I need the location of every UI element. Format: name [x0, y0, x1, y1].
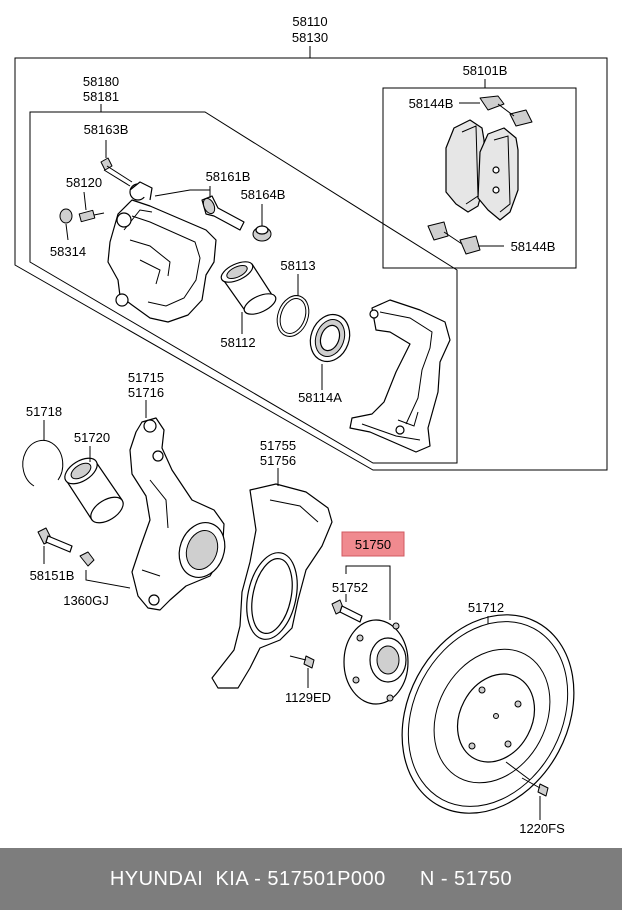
part-number-footer: HYUNDAI KIA - 517501P000 N - 51750: [0, 848, 622, 910]
caliper-assembly-frame: [14, 57, 608, 471]
caliper-piston: [220, 261, 277, 315]
label-58110: 58110: [292, 14, 327, 29]
footer-brand-part-number: HYUNDAI KIA - 517501P000: [109, 867, 386, 890]
knuckle-bolt: [37, 527, 73, 553]
label-58112: 58112: [220, 335, 255, 350]
brake-disc: [401, 614, 575, 814]
label-58164B: 58164B: [241, 187, 286, 202]
wheel-hub: [343, 619, 409, 705]
snap-ring: [22, 439, 64, 487]
label-1360GJ: 1360GJ: [63, 593, 109, 608]
label-51750: 51750: [355, 537, 391, 552]
label-51752: 51752: [332, 580, 368, 595]
wheel-bearing: [64, 457, 124, 524]
highlight-box-51750: [341, 531, 405, 557]
label-51712: 51712: [468, 600, 504, 615]
piston-dust-boot: [309, 313, 351, 363]
label-51756: 51756: [260, 453, 296, 468]
label-58120: 58120: [66, 175, 102, 190]
label-58181: 58181: [83, 89, 119, 104]
pad-clip-top: [479, 95, 533, 127]
leader-line: [65, 223, 69, 241]
label-58180: 58180: [83, 74, 119, 89]
hub-bolt: [331, 599, 363, 623]
label-58144B-top: 58144B: [409, 96, 454, 111]
guide-pin-bolt: [100, 157, 133, 187]
label-58151B: 58151B: [30, 568, 75, 583]
piston-seal: [276, 295, 310, 337]
leader-line: [85, 570, 131, 589]
label-51716: 51716: [128, 385, 164, 400]
guide-rod: [201, 195, 245, 231]
brake-assembly-diagram: 58110 58130 58180 58181 58163B 58120 583…: [14, 14, 608, 836]
label-58113: 58113: [280, 258, 315, 273]
bleeder-cap: [59, 208, 73, 224]
brake-pad-inner: [445, 119, 485, 213]
footer-reference-number: N - 51750: [419, 867, 513, 890]
label-58130: 58130: [292, 30, 328, 45]
label-58101B: 58101B: [463, 63, 508, 78]
label-58161B: 58161B: [206, 169, 251, 184]
label-1220FS: 1220FS: [519, 821, 565, 836]
dust-cover-screw: [289, 655, 315, 669]
guide-rod-boot: [252, 225, 272, 242]
label-51755: 51755: [260, 438, 296, 453]
bleeder-screw: [78, 209, 105, 223]
label-51720: 51720: [74, 430, 110, 445]
brake-pad-set-frame: [382, 87, 577, 269]
caliper-carrier: [349, 299, 451, 453]
leader-line: [83, 191, 87, 211]
leader-line: [154, 189, 210, 197]
knuckle-nut: [79, 551, 95, 567]
pad-clip-bottom: [427, 221, 481, 255]
leader-line: [505, 761, 531, 781]
label-58314: 58314: [50, 244, 86, 259]
label-51718: 51718: [26, 404, 62, 419]
disc-screw: [521, 777, 549, 797]
label-58144B-bottom: 58144B: [511, 239, 556, 254]
caliper-body-frame: [29, 111, 458, 464]
label-51715: 51715: [128, 370, 164, 385]
label-58163B: 58163B: [84, 122, 129, 137]
caliper-body: [107, 181, 217, 323]
leader-line: [345, 565, 391, 620]
dust-cover: [211, 483, 333, 689]
label-58114A: 58114A: [298, 390, 342, 405]
brake-pad-outer: [477, 127, 519, 221]
label-1129ED: 1129ED: [285, 690, 331, 705]
steering-knuckle: [129, 417, 226, 611]
